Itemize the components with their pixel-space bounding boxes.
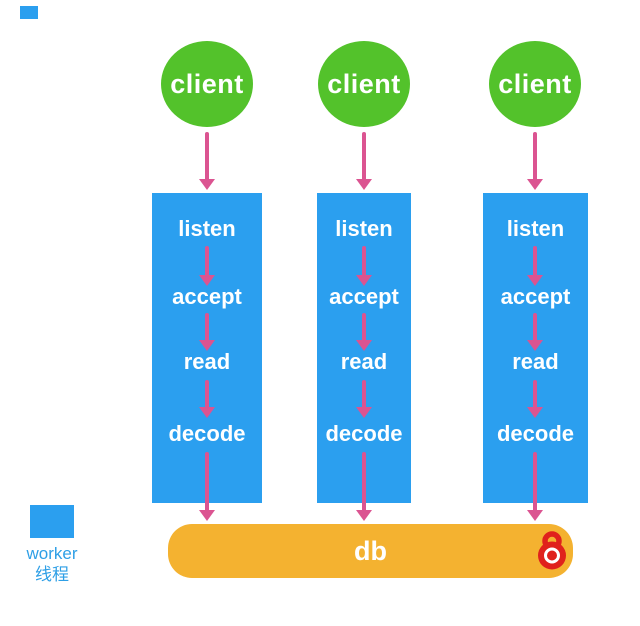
client-label: client xyxy=(327,68,401,99)
legend-label-worker: worker xyxy=(26,544,78,563)
client-node: client xyxy=(318,41,410,127)
worker-thread-box: listen accept read decode xyxy=(152,193,262,503)
arrow-shaft xyxy=(205,246,209,277)
step-label-listen: listen xyxy=(178,216,236,241)
arrow-head-icon xyxy=(356,407,372,418)
flow-arrow xyxy=(199,452,215,521)
arrow-shaft xyxy=(362,313,366,342)
arrow-shaft xyxy=(362,246,366,277)
arrow-shaft xyxy=(533,313,537,342)
step-label-listen: listen xyxy=(335,216,393,241)
arrow-head-icon xyxy=(527,510,543,521)
client-label: client xyxy=(170,68,244,99)
flow-arrow xyxy=(199,380,215,418)
step-label-listen: listen xyxy=(506,216,565,241)
arrow-head-icon xyxy=(199,407,215,418)
step-label-read: read xyxy=(183,349,231,374)
client-node: client xyxy=(489,41,581,127)
arrow-head-icon xyxy=(356,510,372,521)
client-node: client xyxy=(161,41,253,127)
db-label: db xyxy=(354,536,387,566)
arrow-head-icon xyxy=(527,179,543,190)
decor-square xyxy=(20,6,38,19)
arrow-shaft xyxy=(533,452,537,512)
arrow-shaft xyxy=(362,132,366,181)
flow-arrow xyxy=(356,246,372,286)
arrow-head-icon xyxy=(527,407,543,418)
arrow-head-icon xyxy=(356,340,372,351)
flow-arrow xyxy=(199,132,215,190)
arrow-shaft xyxy=(205,380,209,409)
worker-swatch xyxy=(30,505,74,538)
client-label: client xyxy=(498,68,572,99)
arrow-head-icon xyxy=(199,340,215,351)
flow-arrow xyxy=(527,132,543,190)
db-node: db xyxy=(168,524,573,578)
arrow-shaft xyxy=(205,452,209,512)
arrow-head-icon xyxy=(356,179,372,190)
step-label-decode: decode xyxy=(496,421,575,446)
arrow-head-icon xyxy=(356,275,372,286)
arrow-shaft xyxy=(205,313,209,342)
step-label-read: read xyxy=(512,349,559,374)
step-label-accept: accept xyxy=(500,284,571,309)
step-label-accept: accept xyxy=(329,284,399,309)
flow-arrow xyxy=(356,380,372,418)
legend: worker 线程 xyxy=(12,505,92,585)
flow-arrow xyxy=(527,380,543,418)
flow-arrow xyxy=(356,132,372,190)
arrow-shaft xyxy=(533,380,537,409)
arrow-head-icon xyxy=(199,510,215,521)
lock-icon xyxy=(538,531,566,570)
step-label-read: read xyxy=(340,349,388,374)
legend-label-thread: 线程 xyxy=(35,565,69,584)
flow-arrow xyxy=(527,313,543,351)
arrow-head-icon xyxy=(199,275,215,286)
step-label-decode: decode xyxy=(325,421,403,446)
arrow-shaft xyxy=(205,132,209,181)
step-label-decode: decode xyxy=(168,421,246,446)
arrow-head-icon xyxy=(527,275,543,286)
step-label-accept: accept xyxy=(172,284,242,309)
arrow-shaft xyxy=(362,380,366,409)
flow-arrow xyxy=(199,313,215,351)
flow-arrow xyxy=(356,452,372,521)
flow-arrow xyxy=(527,452,543,521)
flow-arrow xyxy=(527,246,543,286)
arrow-head-icon xyxy=(527,340,543,351)
arrow-shaft xyxy=(533,132,537,181)
arrow-shaft xyxy=(533,246,537,277)
flow-arrow xyxy=(199,246,215,286)
arrow-shaft xyxy=(362,452,366,512)
worker-thread-box: listen accept read decode xyxy=(483,193,588,503)
arrow-head-icon xyxy=(199,179,215,190)
flow-arrow xyxy=(356,313,372,351)
